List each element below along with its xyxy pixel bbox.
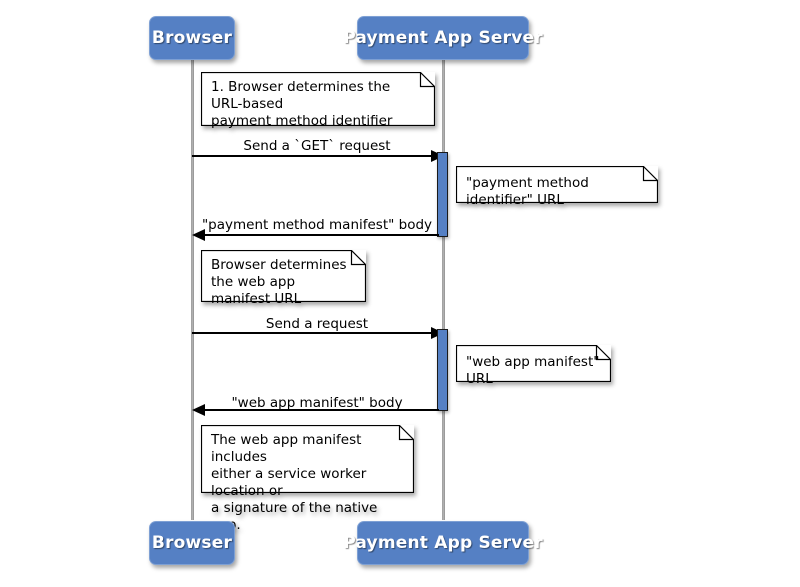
note-shape <box>201 250 366 302</box>
note-web-app-manifest-includes-text: The web app manifest includes either a s… <box>211 432 378 533</box>
participant-browser-top[interactable]: Browser <box>149 16 235 60</box>
note-web-app-manifest-url: "web app manifest" URL <box>456 345 611 387</box>
note-shape <box>456 166 658 203</box>
activation-bar-server-1 <box>437 152 448 237</box>
message-web-app-manifest-body-line <box>204 409 439 411</box>
message-payment-method-manifest-body-arrowhead <box>192 229 205 241</box>
activation-bar-server-2 <box>437 329 448 411</box>
note-shape <box>201 425 414 493</box>
participant-payment-app-server-bottom-label: Payment App Server <box>343 533 543 553</box>
note-shape <box>456 345 611 382</box>
note-web-app-manifest-url-text: "web app manifest" URL <box>466 354 600 387</box>
note-browser-determines-identifier: 1. Browser determines the URL-based paym… <box>201 72 435 129</box>
message-send-get-request-label: Send a `GET` request <box>243 138 391 154</box>
note-browser-determines-web-app-manifest-url: Browser determines the web app manifest … <box>201 250 366 307</box>
message-send-a-request-label: Send a request <box>265 316 369 332</box>
participant-browser-top-label: Browser <box>151 28 233 48</box>
message-payment-method-manifest-body-label: "payment method manifest" body <box>201 217 433 233</box>
message-web-app-manifest-body-arrowhead <box>192 404 205 416</box>
message-web-app-manifest-body-label: "web app manifest" body <box>231 395 403 411</box>
lifeline-browser <box>191 60 194 520</box>
participant-payment-app-server-top-label: Payment App Server <box>343 28 543 48</box>
participant-payment-app-server-top[interactable]: Payment App Server <box>343 16 543 60</box>
note-shape <box>201 72 435 126</box>
note-payment-method-identifier-url: "payment method identifier" URL <box>456 166 658 208</box>
lifeline-payment-app-server <box>442 60 445 520</box>
participant-payment-app-server-bottom[interactable]: Payment App Server <box>343 521 543 565</box>
note-payment-method-identifier-url-text: "payment method identifier" URL <box>466 175 589 208</box>
participant-browser-bottom-label: Browser <box>151 533 233 553</box>
message-send-get-request-line <box>192 155 431 157</box>
note-browser-determines-identifier-text: 1. Browser determines the URL-based paym… <box>211 79 393 129</box>
note-web-app-manifest-includes: The web app manifest includes either a s… <box>201 425 414 533</box>
message-payment-method-manifest-body-line <box>204 234 439 236</box>
message-send-a-request-line <box>192 332 431 334</box>
note-browser-determines-web-app-manifest-url-text: Browser determines the web app manifest … <box>211 257 347 307</box>
participant-browser-bottom[interactable]: Browser <box>149 521 235 565</box>
